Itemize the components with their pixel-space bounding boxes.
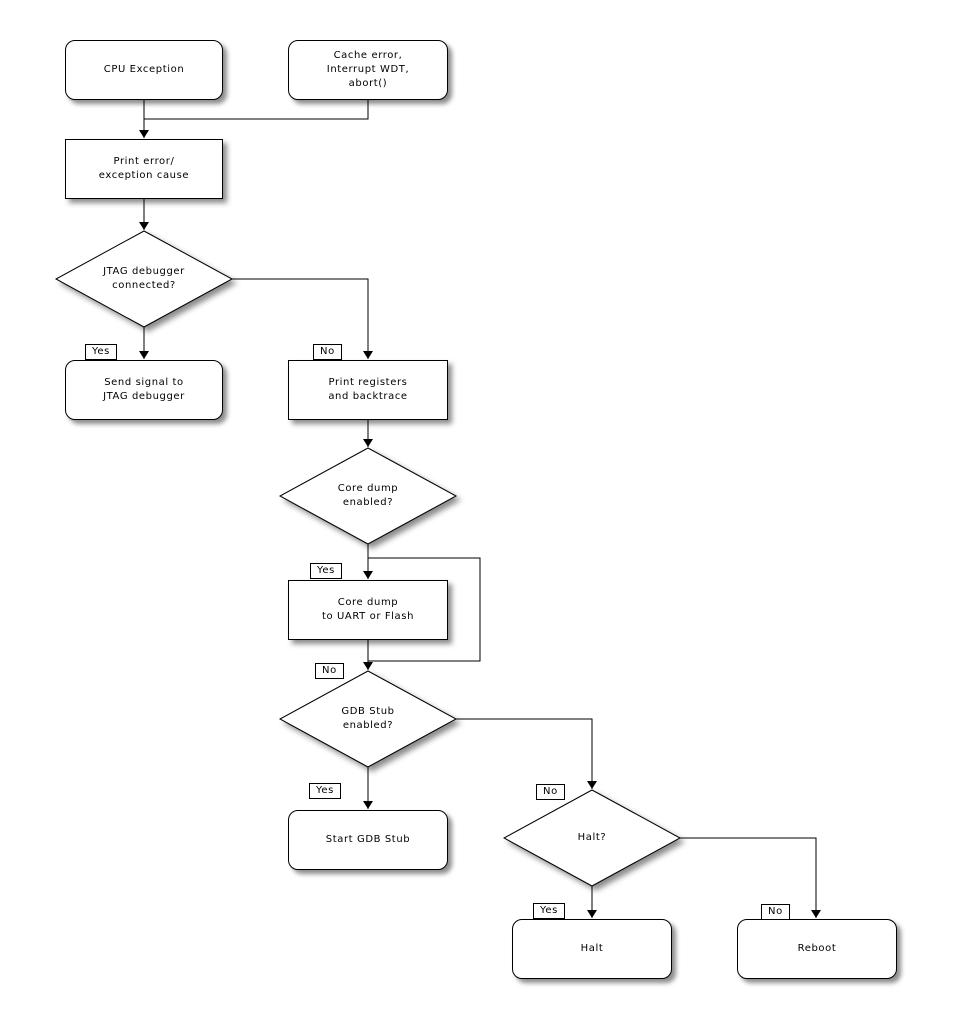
edge-label-gdbstub-no: No — [536, 784, 565, 800]
node-print-error-cause: Print error/ exception cause — [65, 139, 223, 199]
node-cpu-exception: CPU Exception — [65, 40, 223, 100]
node-core-dump: Core dump to UART or Flash — [288, 580, 448, 640]
node-halt: Halt — [512, 919, 672, 979]
node-print-registers: Print registers and backtrace — [288, 360, 448, 420]
edge-label-halt-no: No — [761, 904, 790, 920]
edge-label-gdbstub-yes: Yes — [309, 783, 341, 799]
edge-label-coredump-yes: Yes — [310, 563, 342, 579]
edge-cache-error-join — [144, 100, 369, 120]
node-reboot: Reboot — [737, 919, 897, 979]
node-send-signal-jtag: Send signal to JTAG debugger — [65, 360, 223, 420]
node-cache-error: Cache error, Interrupt WDT, abort() — [288, 40, 448, 100]
decision-diamond-gdb-stub-enabled — [278, 670, 458, 768]
decision-diamond-core-dump-enabled — [278, 447, 458, 545]
decision-diamond-halt — [502, 789, 682, 887]
node-label-halt-question: Halt? — [577, 832, 607, 843]
edge-label-coredump-no: No — [315, 663, 344, 679]
edge-jtag-no-to-print-registers — [232, 278, 373, 359]
edge-halt-no-to-reboot — [680, 837, 821, 918]
edge-coredump-no-bypass — [368, 557, 481, 662]
decision-diamond-jtag-connected — [54, 230, 234, 328]
node-start-gdb-stub: Start GDB Stub — [288, 810, 448, 870]
node-label-gdb-stub-enabled: GDB Stub enabled? — [341, 706, 395, 731]
edge-label-jtag-no: No — [313, 344, 342, 360]
node-label-core-dump-enabled: Core dump enabled? — [337, 483, 399, 508]
node-label-jtag-connected: JTAG debugger connected? — [103, 266, 185, 291]
edge-label-jtag-yes: Yes — [85, 344, 117, 360]
edge-label-halt-yes: Yes — [533, 903, 565, 919]
edge-gdbstub-no-to-halt-q — [456, 718, 597, 789]
